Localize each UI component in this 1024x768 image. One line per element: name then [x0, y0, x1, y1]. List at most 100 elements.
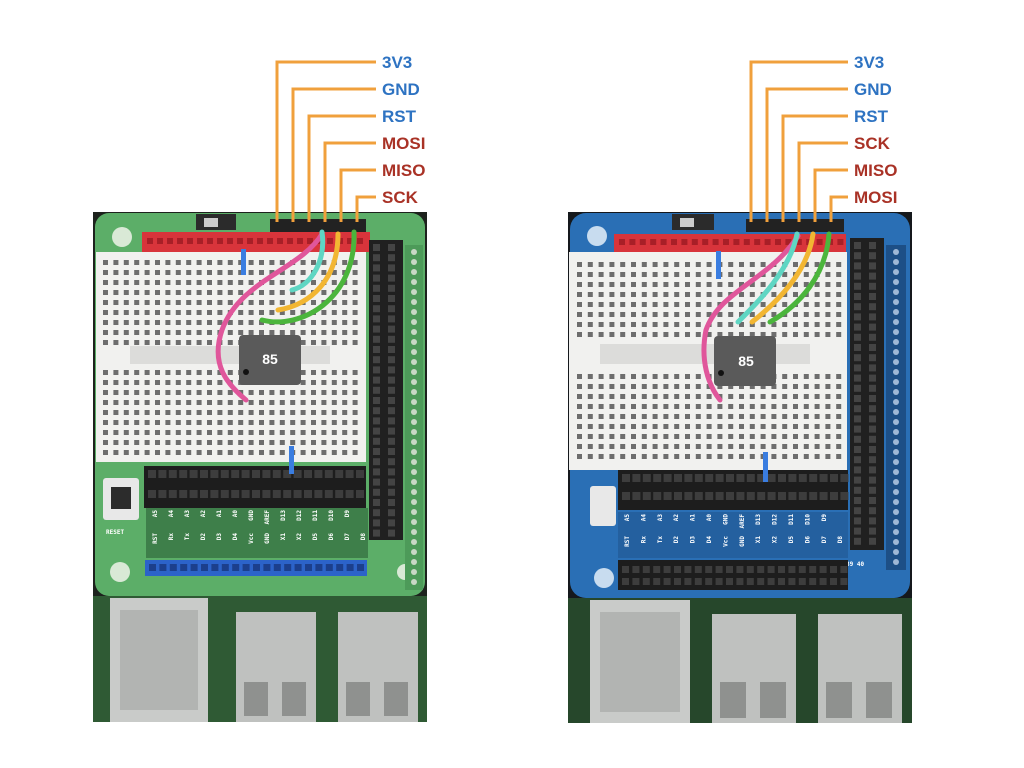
hole	[775, 239, 781, 245]
hole	[836, 454, 842, 459]
hole	[694, 566, 702, 573]
hole	[609, 454, 615, 459]
power-switch-knob	[204, 218, 218, 227]
hole	[227, 260, 233, 265]
wire-pink	[215, 231, 325, 403]
hole	[803, 374, 809, 379]
hole	[217, 290, 223, 295]
hole	[196, 340, 202, 345]
hole	[854, 272, 861, 280]
hole	[803, 272, 809, 277]
hole	[373, 366, 380, 374]
hole	[793, 322, 798, 327]
hole	[587, 384, 593, 389]
hole	[663, 424, 669, 429]
hole	[641, 262, 647, 267]
attiny85-chip	[714, 336, 776, 386]
blue-jumper	[716, 251, 721, 279]
hole	[388, 468, 395, 476]
hole	[671, 239, 677, 245]
hole	[144, 420, 150, 425]
hole	[207, 430, 212, 435]
hole	[854, 313, 861, 321]
hole	[717, 384, 723, 389]
hole	[746, 578, 754, 585]
hole	[144, 290, 150, 295]
hole	[187, 238, 193, 244]
hole	[103, 300, 108, 305]
hole	[631, 292, 636, 297]
hole	[248, 420, 254, 425]
silkscreen-label: AREF	[739, 514, 746, 529]
silkscreen-label: D8	[837, 536, 844, 544]
hole	[210, 490, 219, 498]
silkscreen-label: GND	[739, 536, 746, 547]
hole	[352, 380, 358, 385]
hole	[674, 292, 680, 297]
hole	[674, 282, 680, 287]
hole	[134, 420, 140, 425]
chip-pin1-dot	[243, 369, 249, 375]
hole	[347, 238, 353, 244]
hole	[352, 330, 358, 335]
hole	[854, 293, 861, 300]
hole	[814, 282, 820, 287]
hole	[836, 292, 842, 297]
hole	[809, 474, 818, 482]
hole	[207, 300, 212, 305]
hole	[814, 302, 820, 307]
hole	[165, 390, 171, 395]
hole	[175, 370, 181, 375]
hole	[186, 300, 192, 305]
silkscreen-label: D6	[328, 533, 335, 541]
hole	[809, 578, 817, 585]
silkscreen-label: D8	[360, 533, 367, 541]
hole	[749, 292, 755, 297]
hole	[300, 420, 306, 425]
silkscreen-label: X1	[755, 536, 762, 544]
pin-label-mosi: MOSI	[854, 188, 897, 207]
hole	[631, 262, 636, 267]
hole	[771, 454, 777, 459]
hole	[165, 450, 171, 455]
hole	[158, 490, 167, 498]
usb-slot	[866, 682, 892, 718]
hole	[577, 384, 582, 389]
hole	[144, 270, 150, 275]
gpio-pin	[893, 309, 899, 315]
hole	[373, 356, 380, 364]
hole	[123, 380, 129, 385]
silkscreen-label: A3	[184, 510, 191, 518]
hole	[113, 450, 119, 455]
hole	[695, 454, 701, 459]
hole	[267, 238, 273, 244]
hole	[186, 340, 192, 345]
hole	[331, 310, 337, 315]
hole	[165, 290, 171, 295]
silkscreen-label: D2	[673, 536, 680, 544]
hole	[227, 270, 233, 275]
hole	[134, 450, 140, 455]
hole	[238, 260, 244, 265]
hole	[803, 322, 809, 327]
hole	[798, 492, 807, 500]
hole	[598, 282, 604, 287]
hole	[778, 474, 786, 482]
hole	[269, 300, 275, 305]
hole	[113, 280, 119, 285]
hole	[663, 434, 669, 439]
hole	[577, 292, 582, 297]
hole	[620, 394, 626, 399]
pin-label-rst: RST	[854, 107, 889, 126]
hole	[782, 374, 788, 379]
hole	[207, 238, 213, 244]
hole	[324, 490, 333, 498]
hole	[345, 470, 354, 478]
hole	[352, 370, 358, 375]
hole	[123, 330, 129, 335]
hole	[706, 454, 712, 459]
hole	[652, 384, 658, 389]
hole	[248, 310, 254, 315]
hole	[148, 490, 156, 498]
hole	[663, 474, 672, 482]
